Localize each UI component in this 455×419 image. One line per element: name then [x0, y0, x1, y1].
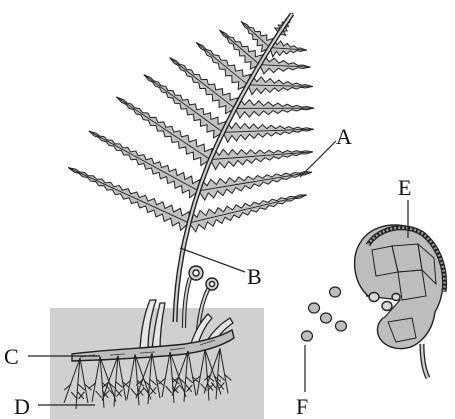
- pinna-right-5: [235, 98, 314, 118]
- pinna-left-4: [138, 66, 229, 140]
- label-c: C: [4, 344, 19, 369]
- label-d: D: [14, 394, 30, 419]
- label-a: A: [336, 124, 352, 149]
- label-e: E: [398, 175, 411, 200]
- leader-b: [180, 248, 245, 272]
- pinna-left-2: [84, 122, 204, 200]
- label-f: F: [296, 394, 308, 419]
- sporangium: [355, 225, 445, 378]
- pinna-right-4: [223, 119, 315, 142]
- pinna-right-3: [210, 142, 314, 170]
- pinna-right-6: [248, 75, 313, 96]
- label-b: B: [247, 264, 262, 289]
- pinna-right-7: [259, 56, 311, 77]
- leader-a: [300, 141, 336, 177]
- spores: [302, 287, 347, 341]
- pinna-left-3: [111, 88, 216, 168]
- pinna-left-5: [163, 50, 241, 117]
